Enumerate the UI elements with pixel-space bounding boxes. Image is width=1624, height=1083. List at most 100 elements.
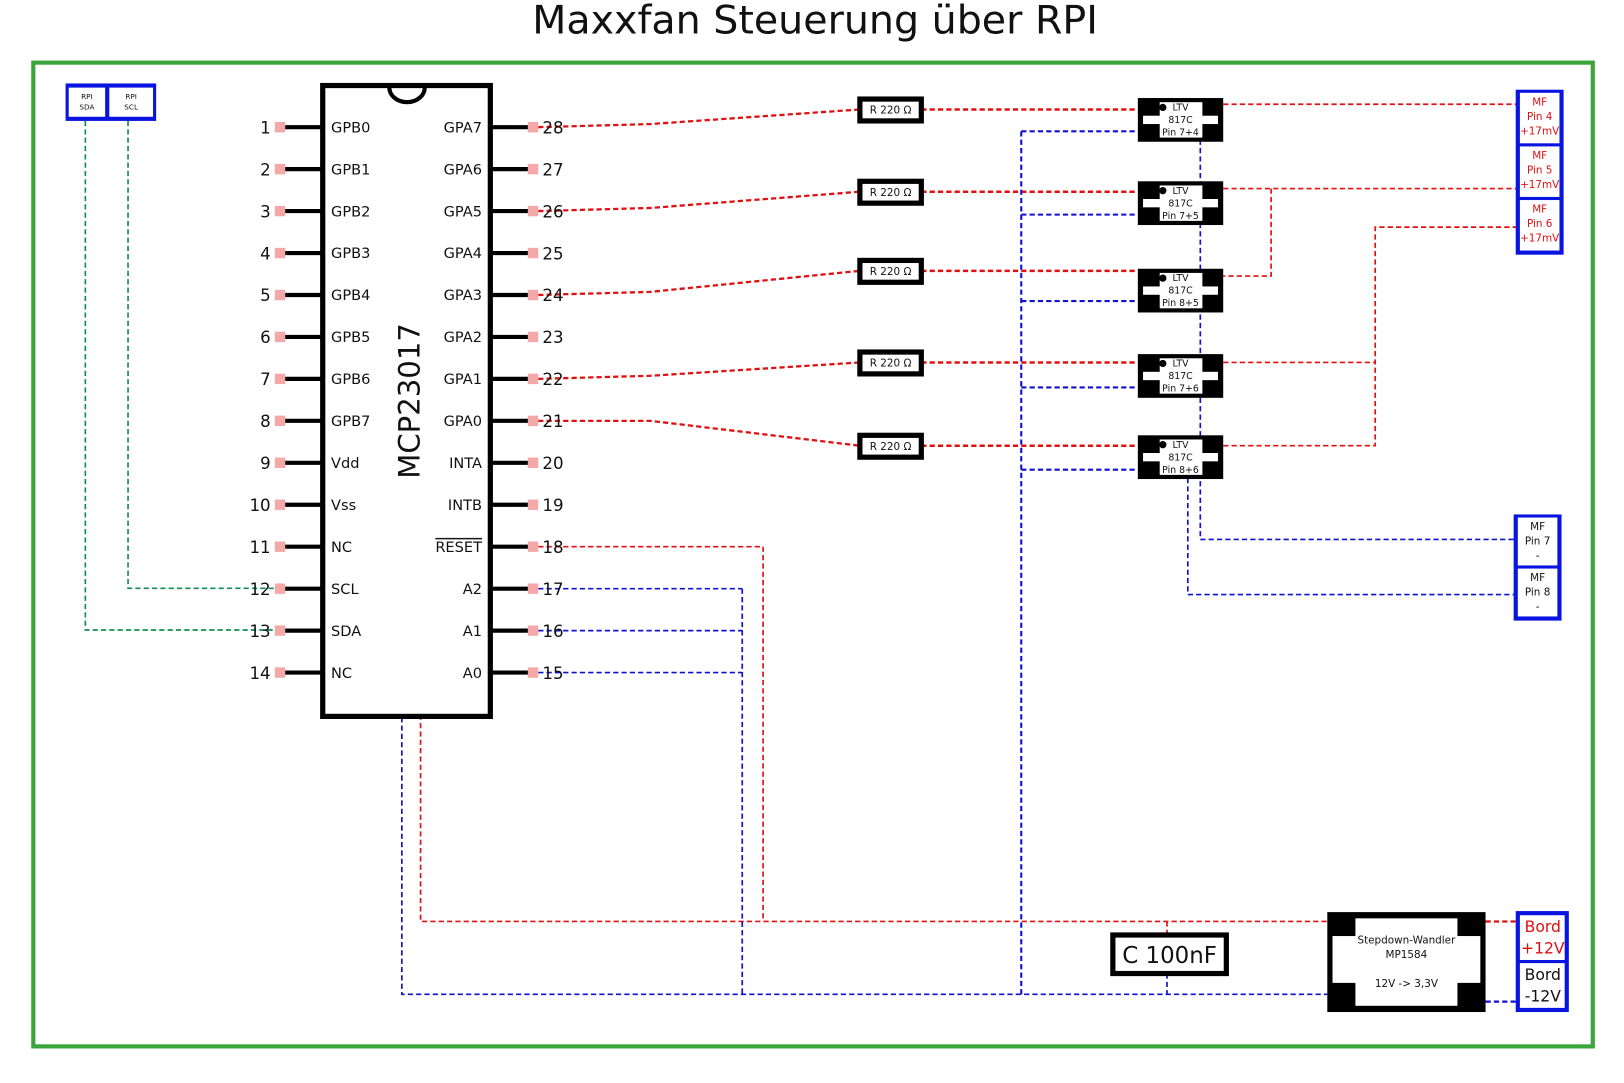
pin-number: 28 <box>542 118 563 137</box>
label: Pin 5 <box>1527 164 1552 176</box>
pin-pad <box>274 667 286 678</box>
pin-label: A2 <box>463 581 482 598</box>
resistor-body <box>857 257 924 285</box>
label: 12V -> 3,3V <box>1375 978 1439 990</box>
label: Pin 7 <box>1525 536 1550 548</box>
wires <box>84 103 1518 1003</box>
label: LTV <box>1172 440 1189 451</box>
pin-label: NC <box>331 539 352 556</box>
label: MF <box>1530 572 1545 584</box>
resistor-label: R 220 Ω <box>870 105 912 117</box>
pin-pad <box>274 121 286 133</box>
pin-number: 20 <box>542 454 563 473</box>
label: - <box>1536 550 1540 562</box>
signal-wire <box>538 108 860 129</box>
optocoupler-window <box>1143 371 1218 381</box>
capacitor-label: C 100nF <box>1122 943 1217 969</box>
pin-number: 14 <box>249 664 270 683</box>
signal-wire <box>538 269 861 297</box>
pin-pad <box>527 583 539 594</box>
pin-number: 2 <box>260 160 271 179</box>
pin-pad <box>274 583 286 594</box>
scl-wire <box>127 120 275 590</box>
label: Pin 4 <box>1527 111 1553 123</box>
label: MF <box>1532 150 1547 162</box>
pin-pad <box>527 163 539 175</box>
board-frame <box>31 60 1595 1049</box>
label: Pin 7+6 <box>1162 384 1199 395</box>
output-wire <box>1223 188 1272 277</box>
pin1-dot-icon <box>1159 187 1167 195</box>
pin-number: 4 <box>260 244 271 263</box>
pin-number: 26 <box>542 202 563 221</box>
pin-label: GPB2 <box>331 203 370 220</box>
stepdown-window <box>1332 936 1481 983</box>
label: +17mV <box>1520 179 1560 191</box>
sda-wire <box>84 120 275 631</box>
pin-pad <box>527 667 539 678</box>
pin-label: GPA7 <box>444 119 482 136</box>
pin-pad <box>274 163 286 175</box>
label: LTV <box>1172 103 1189 114</box>
resistor: R 220 Ω <box>857 96 924 124</box>
mf-minus-wire <box>1199 131 1515 541</box>
label: LTV <box>1172 186 1189 197</box>
pin-pad <box>274 625 286 636</box>
label: Pin 7+5 <box>1162 211 1199 222</box>
pin-label: GPB3 <box>331 245 370 262</box>
pin-pad <box>274 457 286 469</box>
label: Bord <box>1525 918 1561 936</box>
pin-label: GPB7 <box>331 413 370 430</box>
resistor-body <box>857 96 924 124</box>
resistor-body <box>857 178 924 206</box>
optocoupler-window <box>1143 199 1218 208</box>
label: MF <box>1532 204 1547 216</box>
chip-pin-4: 4 GPB3 <box>260 244 370 263</box>
label: Pin 8+5 <box>1162 298 1199 309</box>
label: 817C <box>1168 286 1193 297</box>
label: LTV <box>1172 359 1189 370</box>
pin-number: 15 <box>542 664 563 683</box>
pin-pad <box>527 457 539 469</box>
pin-number: 7 <box>260 370 271 389</box>
pin-label: SCL <box>331 581 359 598</box>
maxxfan-minus-connector-cell <box>1517 517 1558 566</box>
label: -12V <box>1525 988 1561 1006</box>
label: Pin 8+6 <box>1162 465 1199 476</box>
pin-pad <box>274 415 286 427</box>
pin-pad <box>527 205 539 217</box>
rpi-pin-scl <box>109 87 154 117</box>
pin1-dot-icon <box>1159 274 1167 282</box>
bord-cell <box>1519 963 1565 1008</box>
label: MF <box>1530 521 1545 533</box>
pin-number: 22 <box>542 370 563 389</box>
pin-label: GPA1 <box>444 371 482 388</box>
label: SDA <box>79 102 94 111</box>
label: Pin 8 <box>1525 587 1550 599</box>
pin-number: 16 <box>542 622 563 641</box>
resistor: R 220 Ω <box>857 349 924 377</box>
mf-minus-wire <box>1186 469 1515 596</box>
pin-pad <box>274 289 286 301</box>
pin-label: GPB4 <box>331 287 370 304</box>
pin-number: 8 <box>260 412 271 431</box>
pin-number: 25 <box>542 244 563 263</box>
pin-number: 6 <box>260 328 271 347</box>
resistor-label: R 220 Ω <box>870 358 912 370</box>
label: +17mV <box>1520 233 1560 245</box>
pin-number: 9 <box>260 454 271 473</box>
